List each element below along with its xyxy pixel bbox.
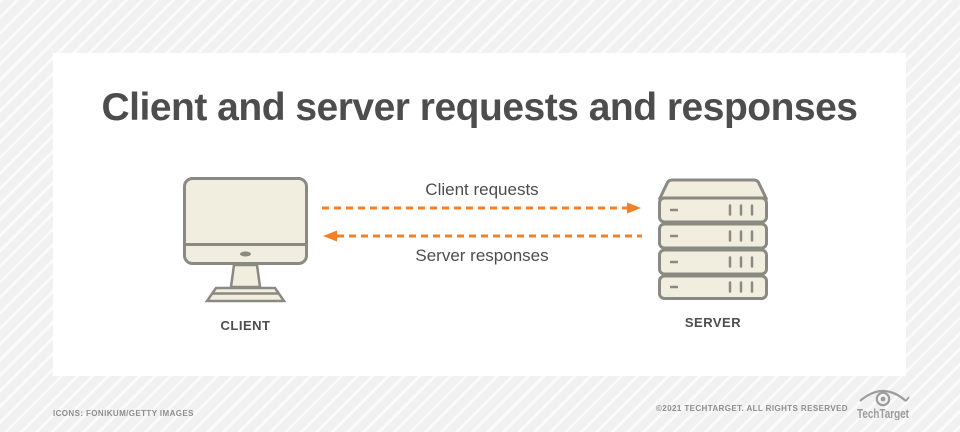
server-label: SERVER [684, 315, 742, 330]
server-stack-icon [657, 178, 769, 300]
response-arrow-left-icon [323, 230, 642, 242]
client-label: CLIENT [220, 318, 271, 333]
techtarget-eye-icon: TechTarget [857, 389, 910, 420]
footer-right: ©2021 TECHTARGET. ALL RIGHTS RESERVED Te… [656, 386, 910, 420]
page-title: Client and server requests and responses [101, 86, 858, 129]
copyright-text: ©2021 TECHTARGET. ALL RIGHTS RESERVED [656, 404, 848, 413]
request-label: Client requests [425, 180, 539, 199]
server-node: SERVER [657, 178, 769, 330]
desktop-monitor-icon [183, 177, 308, 303]
client-node: CLIENT [183, 177, 308, 333]
techtarget-brand-text: TechTarget [857, 406, 910, 420]
response-label: Server responses [415, 246, 549, 265]
icons-credit: ICONS: FONIKUM/GETTY IMAGES [53, 409, 194, 418]
request-arrow-right-icon [322, 202, 641, 214]
content-card: Client and server requests and responses… [53, 53, 906, 376]
